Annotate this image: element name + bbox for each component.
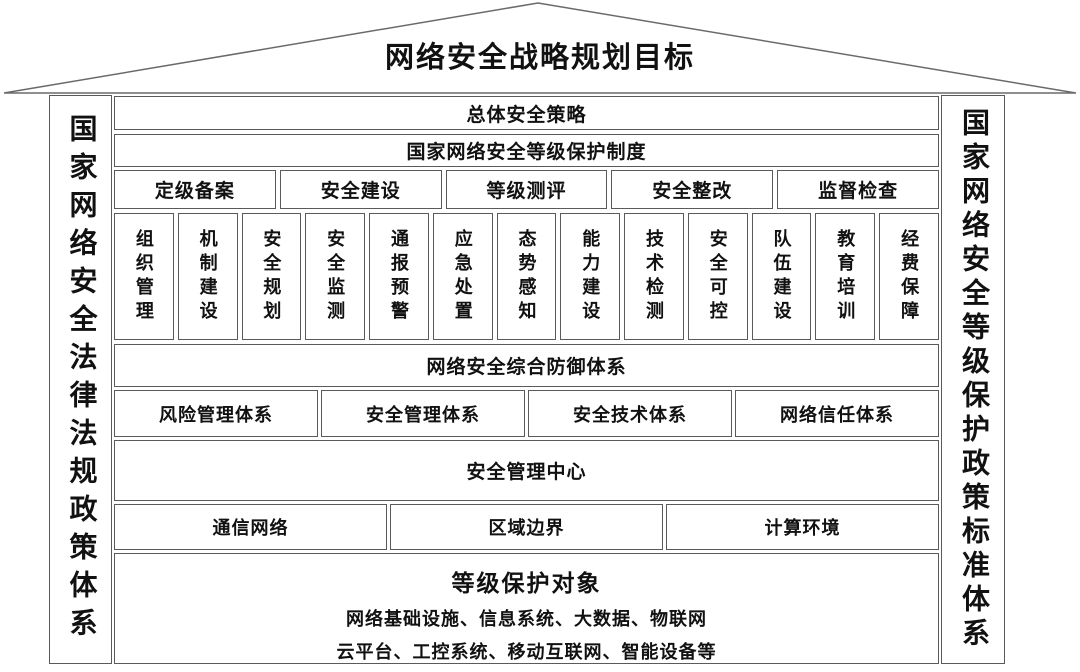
row-process-steps: 定级备案 安全建设 等级测评 安全整改 监督检查 [114,170,939,209]
row-environments: 通信网络 区域边界 计算环境 [114,504,939,550]
subsystem-cell: 风险管理体系 [114,390,318,437]
subsystem-cell: 安全技术体系 [528,390,732,437]
process-step: 安全建设 [279,170,442,209]
measure-cell: 应急处置 [432,213,493,340]
protected-objects-title: 等级保护对象 [451,571,602,596]
mlps-system-box: 国家网络安全等级保护制度 [114,134,939,167]
measure-cell: 教育培训 [815,213,876,340]
measure-cell: 安全可控 [687,213,748,340]
measure-cell: 安全监测 [305,213,366,340]
environment-cell: 通信网络 [114,504,387,550]
pillar-left-label: 国家网络安全法律法规政策体系 [65,113,97,646]
measure-cell: 经费保障 [879,213,939,340]
row-measures: 组织管理 机制建设 安全规划 安全监测 通报预警 应急处置 态势感知 能力建设 … [114,213,939,340]
defense-system-box: 网络安全综合防御体系 [114,344,939,387]
protected-objects-line1: 网络基础设施、信息系统、大数据、物联网 [346,609,707,629]
subsystem-cell: 网络信任体系 [735,390,939,437]
row-overall-policy: 总体安全策略 [114,96,939,130]
overall-policy-box: 总体安全策略 [114,96,939,130]
process-step: 等级测评 [445,170,608,209]
environment-cell: 区域边界 [390,504,663,550]
measure-cell: 安全规划 [241,213,302,340]
mgmt-center-box: 安全管理中心 [114,440,939,501]
pillar-left-laws-policies: 国家网络安全法律法规政策体系 [49,95,112,664]
measure-cell: 态势感知 [496,213,557,340]
row-protected-objects: 等级保护对象 网络基础设施、信息系统、大数据、物联网 云平台、工控系统、移动互联… [114,553,939,664]
row-defense-system: 网络安全综合防御体系 [114,344,939,387]
measure-cell: 组织管理 [114,213,174,340]
measure-cell: 技术检测 [624,213,684,340]
pillar-right-policy-standards: 国家网络安全等级保护政策标准体系 [941,95,1005,664]
environment-cell: 计算环境 [666,504,939,550]
protected-objects-box: 等级保护对象 网络基础设施、信息系统、大数据、物联网 云平台、工控系统、移动互联… [114,553,939,664]
process-step: 安全整改 [611,170,774,209]
process-step: 定级备案 [114,170,276,209]
subsystem-cell: 安全管理体系 [321,390,525,437]
protected-objects-line2: 云平台、工控系统、移动互联网、智能设备等 [336,642,717,662]
measure-cell: 能力建设 [560,213,621,340]
measure-cell: 通报预警 [369,213,429,340]
row-mlps-system: 国家网络安全等级保护制度 [114,134,939,167]
row-mgmt-center: 安全管理中心 [114,440,939,501]
roof-triangle [3,2,1077,94]
measure-cell: 机制建设 [177,213,238,340]
pillar-right-label: 国家网络安全等级保护政策标准体系 [958,107,989,652]
roof-title: 网络安全战略规划目标 [384,42,695,74]
process-step: 监督检查 [777,170,939,209]
row-subsystems: 风险管理体系 安全管理体系 安全技术体系 网络信任体系 [114,390,939,437]
measure-cell: 队伍建设 [751,213,812,340]
